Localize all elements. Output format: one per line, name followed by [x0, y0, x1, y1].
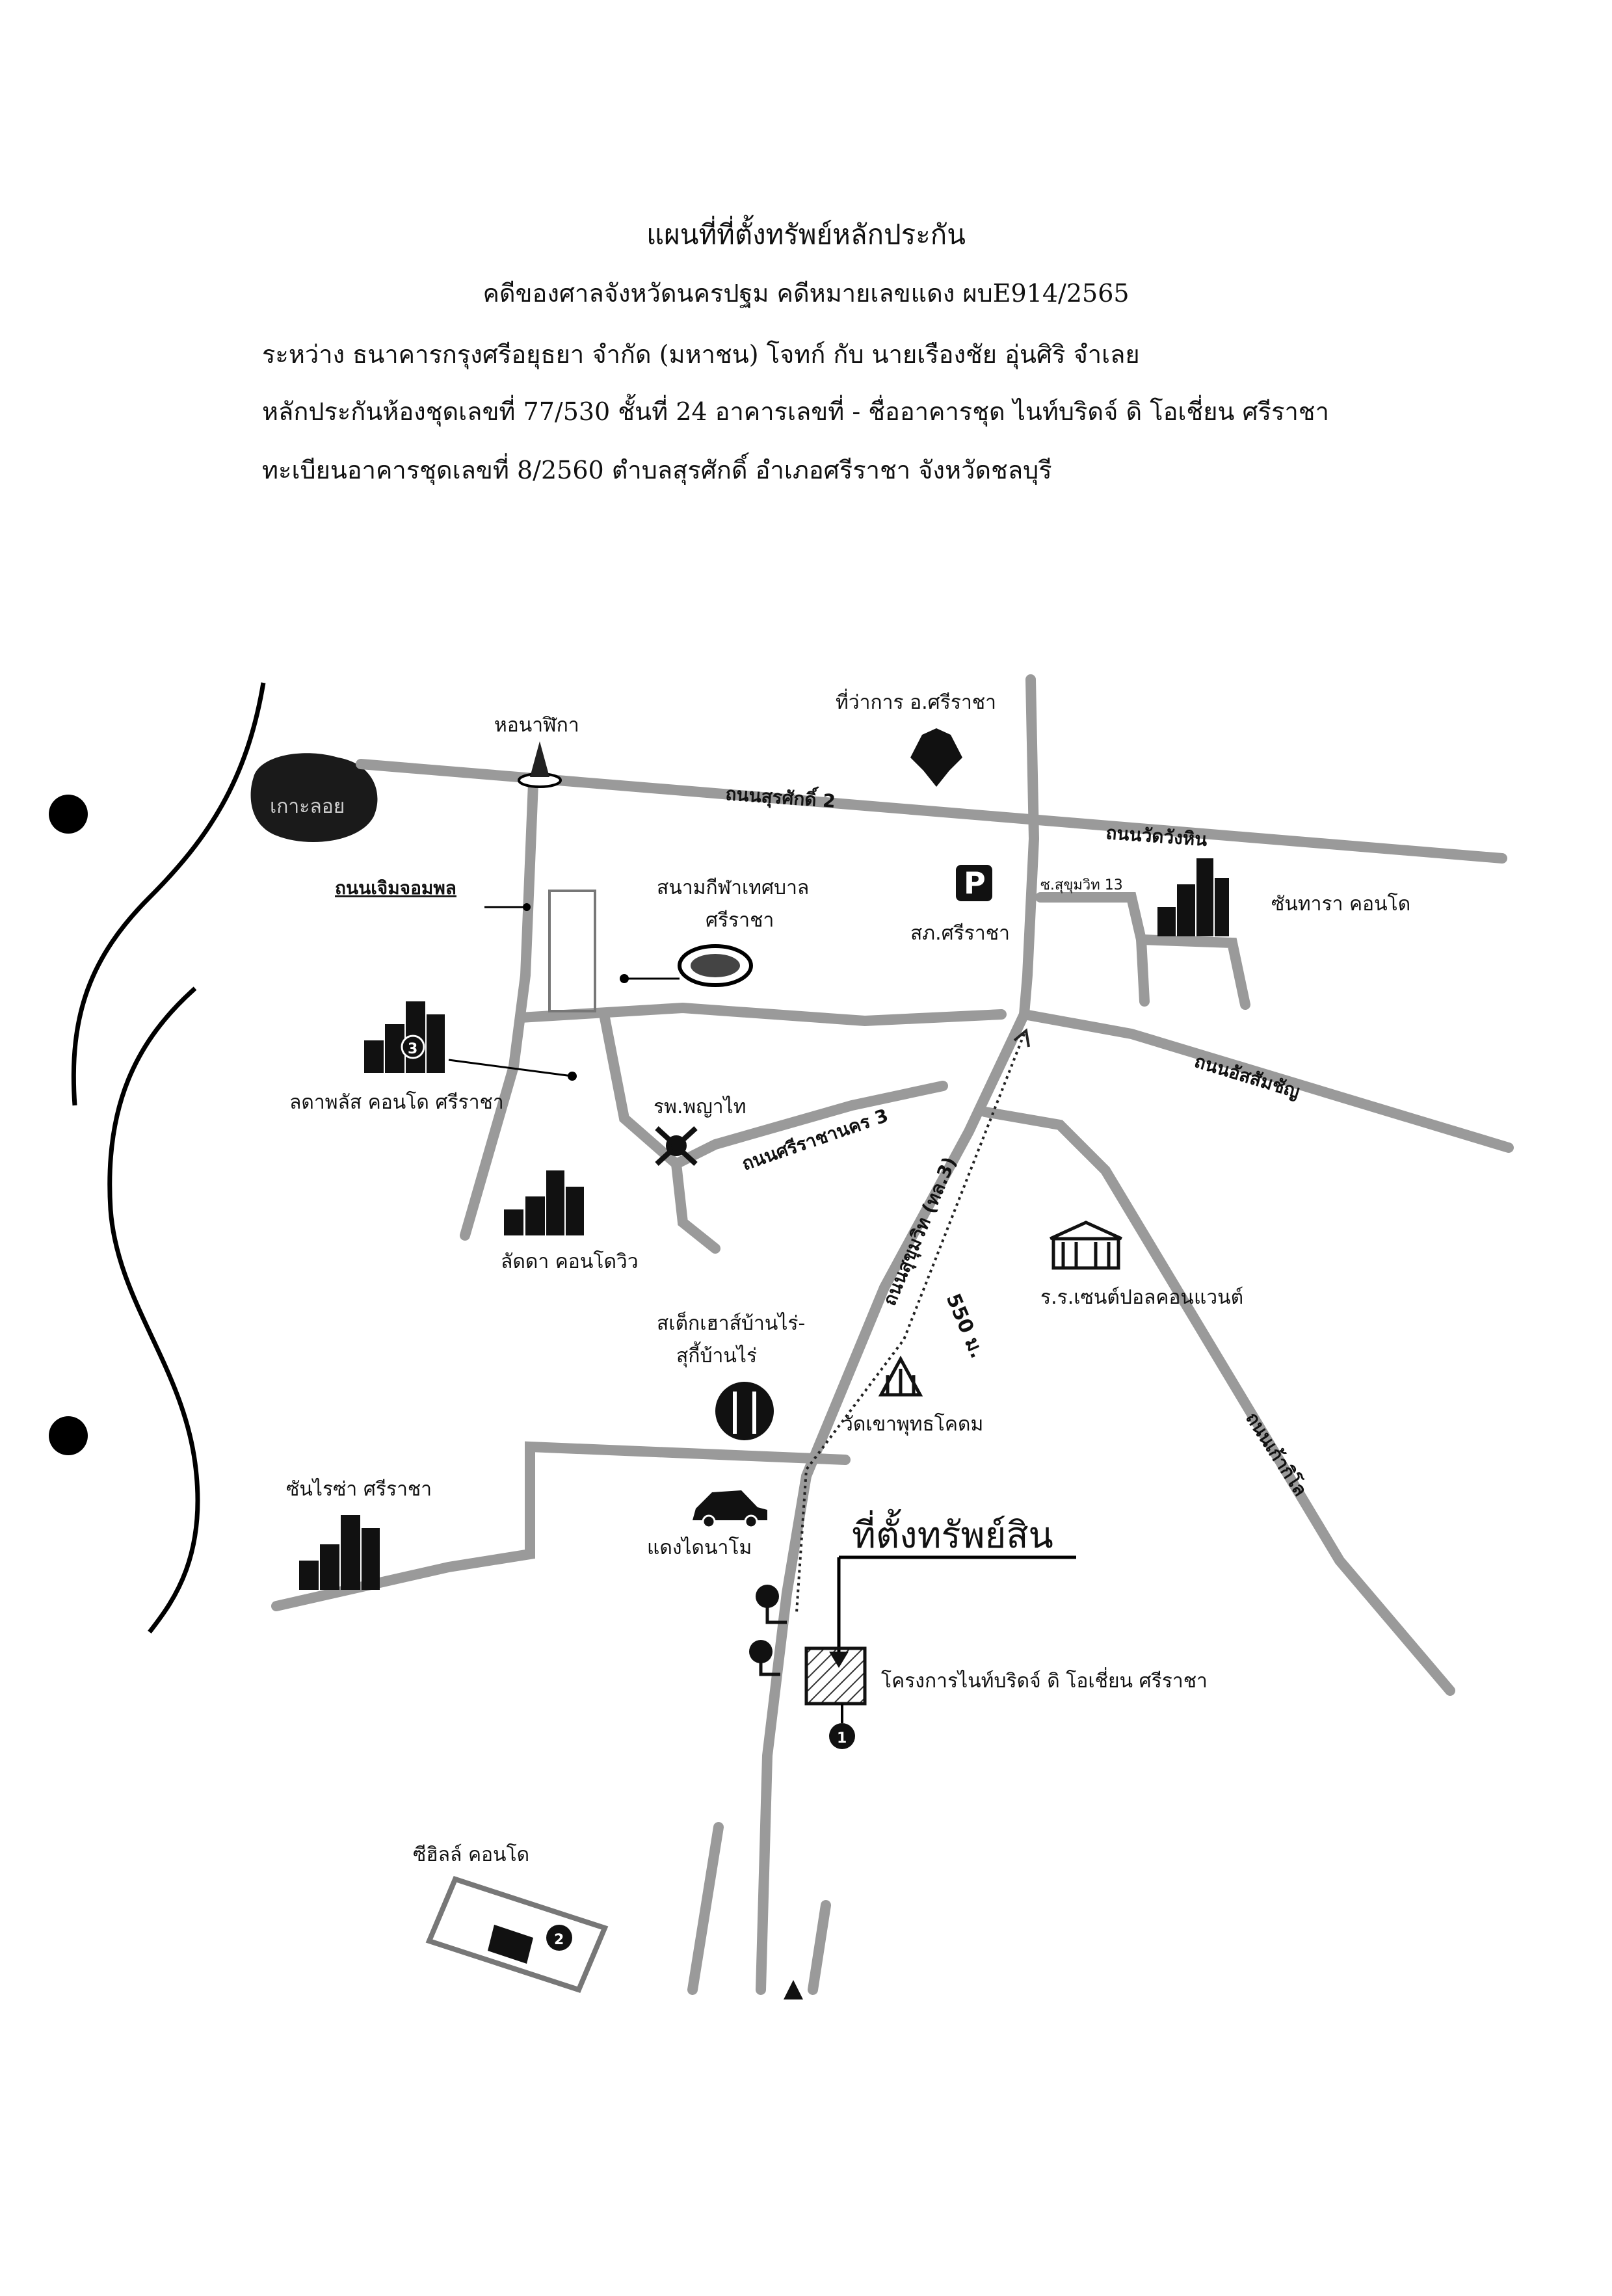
north-arrow-icon: [784, 1980, 803, 1999]
road-label-sukhumvit: ถนนสุขุมวิท (ทล.3): [879, 1154, 961, 1309]
hospital-label: รพ.พญาไท: [654, 1095, 746, 1118]
marker-2: [546, 1925, 572, 1951]
school-icon: [1049, 1221, 1123, 1270]
project-label: โครงการไนท์บริดจ์ ดิ โอเชี่ยน ศรีราชา: [881, 1667, 1208, 1693]
road-label-assumption: ถนนอัสสัมชัญ: [1192, 1050, 1302, 1103]
restaurant-icon: [715, 1382, 774, 1440]
road-kaokilo: [980, 1107, 1455, 1696]
stadium-field: [548, 890, 596, 1012]
ladaplus-label: ลดาพลัส คอนโด ศรีราชา: [289, 1090, 504, 1114]
road-sukhumvit-north: [1019, 674, 1040, 1020]
coastline-inner: [107, 986, 200, 1634]
parking-icon: P: [956, 865, 992, 901]
island-label: เกาะลอย: [270, 795, 345, 818]
police-label: สภ.ศรีราชา: [910, 922, 1010, 945]
road-label-watwanghin: ถนนวัดวังหิน: [1105, 822, 1208, 851]
seahills-label: ซีฮิลล์ คอนโด: [413, 1843, 529, 1866]
road-label-sukhumvit-soi: ซ.สุขุมวิท 13: [1040, 877, 1123, 893]
case-number-line: คดีของศาลจังหวัดนครปฐม คดีหมายเลขแดง ผบE…: [482, 279, 1130, 308]
road-label-choemchomphon: ถนนเจิมจอมพล: [335, 877, 456, 899]
car-icon: [693, 1490, 767, 1529]
temple-label: วัดเขาพุทธโคดม: [842, 1412, 983, 1436]
marker-3-label: 3: [408, 1041, 417, 1057]
santara-building-icon: [1157, 858, 1229, 936]
road-choemchomphon: [460, 778, 538, 1241]
santara-label: ซันทารา คอนโด: [1271, 892, 1410, 916]
sunrise-building-icon: [299, 1515, 380, 1590]
registration-line: ทะเบียนอาคารชุดเลขที่ 8/2560 ตำบลสุรศักด…: [262, 456, 1052, 484]
dealer-label: แดงไดนาโม: [647, 1536, 752, 1559]
stadium-icon: [678, 944, 753, 987]
map-title: แผนที่ที่ตั้งทรัพย์หลักประกัน: [646, 218, 966, 250]
seahills-site: [425, 1876, 609, 1993]
binder-hole-bottom: [49, 1416, 88, 1455]
hospital-icon: [655, 1126, 698, 1166]
choemchomphon-dot: [523, 903, 531, 911]
temple-icon: [878, 1355, 923, 1397]
road-south-mid: [808, 1900, 831, 1995]
ladaplus-dot: [568, 1072, 577, 1081]
island-shape: [250, 753, 378, 842]
road-assumption: [1019, 1009, 1514, 1153]
road-sriracha-nakhon3: [600, 1012, 948, 1170]
steakhouse-label-2: สุกี้บ้านไร่: [676, 1341, 757, 1368]
stadium-dot: [620, 974, 629, 983]
ladda-building-icon: [504, 1170, 584, 1235]
road-sukhumvit: [756, 1009, 1029, 1995]
property-heading: ที่ตั้งทรัพย์สิน: [852, 1509, 1053, 1557]
ladaplus-building-icon: [364, 1001, 445, 1073]
coastline-outer: [71, 682, 266, 1106]
route-arrow-head: [1013, 1028, 1030, 1048]
garuda-icon: [910, 728, 962, 787]
route-dotted-line: [795, 1033, 1025, 1613]
stadium-label: สนามกีฬาเทศบาล: [657, 877, 809, 899]
school-label: ร.ร.เซนต์ปอลคอนแวนต์: [1040, 1286, 1243, 1309]
road-network: [271, 674, 1514, 1995]
road-sunrise: [271, 1441, 851, 1611]
road-label-surasak2: ถนนสุรศักดิ์ 2: [724, 780, 836, 813]
road-hospital-loop: [671, 1159, 720, 1254]
ladaplus-leader: [448, 1059, 573, 1077]
marker-2-label: 2: [554, 1932, 564, 1948]
road-cross-mid: [515, 1002, 1007, 1027]
u-turn-icon-2: [749, 1640, 780, 1676]
clock-tower-label: หอนาฬิกา: [494, 714, 579, 737]
binder-hole-top: [49, 795, 88, 834]
document-header: แผนที่ที่ตั้งทรัพย์หลักประกัน คดีของศาลจ…: [0, 0, 1612, 533]
road-soi13-branch: [1136, 934, 1150, 1007]
district-office-label: ที่ว่าการ อ.ศรีราชา: [836, 689, 996, 714]
parking-letter: P: [964, 865, 986, 901]
distance-label: 550 ม.: [942, 1290, 989, 1362]
marker-1-label: 1: [837, 1730, 847, 1747]
sunrise-label: ซันไรซ่า ศรีราชา: [286, 1477, 432, 1501]
clock-tower-icon: [518, 741, 562, 788]
marker-1: [829, 1723, 855, 1749]
road-label-kaokilo: ถนนเก้ากิโล: [1241, 1408, 1312, 1500]
ladda-label: ลัดดา คอนโดวิว: [501, 1250, 639, 1273]
road-south-left: [687, 1822, 724, 1995]
steakhouse-label-1: สเต็กเฮาส์บ้านไร่-: [657, 1311, 805, 1335]
property-pin: [829, 1652, 849, 1668]
parties-line: ระหว่าง ธนาคารกรุงศรีอยุธยา จำกัด (มหาชน…: [262, 340, 1140, 369]
u-turn-icon-1: [756, 1585, 787, 1624]
stadium-label-2: ศรีราชา: [706, 909, 774, 932]
collateral-line: หลักประกันห้องชุดเลขที่ 77/530 ชั้นที่ 2…: [262, 397, 1329, 426]
marker-3: [401, 1035, 425, 1059]
